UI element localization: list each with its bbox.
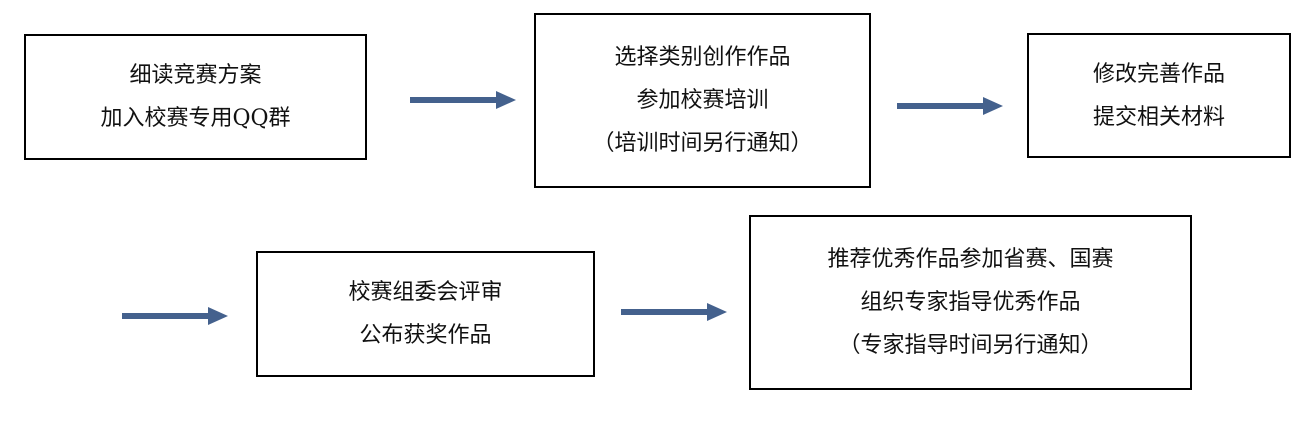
step-2-line-2: 参加校赛培训 [636, 88, 769, 113]
step-3-line-2: 提交相关材料 [1092, 104, 1225, 130]
arrow-right-icon [621, 303, 727, 321]
step-4-line-2: 公布获奖作品 [359, 323, 492, 348]
arrow-right-icon [897, 97, 1003, 115]
step-5-box: 推荐优秀作品参加省赛、国赛 组织专家指导优秀作品 （专家指导时间另行通知） [749, 215, 1192, 390]
step-5-line-2: 组织专家指导优秀作品 [860, 290, 1081, 315]
step-3-line-1: 修改完善作品 [1092, 61, 1225, 87]
step-5-line-1: 推荐优秀作品参加省赛、国赛 [827, 247, 1114, 272]
step-1-line-1: 细读竞赛方案 [129, 63, 262, 88]
step-2-line-3: （培训时间另行通知） [592, 131, 813, 156]
arrow-right-icon [410, 91, 516, 109]
step-5-line-3: （专家指导时间另行通知） [838, 333, 1103, 358]
arrow-right-icon [122, 307, 228, 325]
step-4-line-1: 校赛组委会评审 [348, 280, 503, 305]
step-4-box: 校赛组委会评审 公布获奖作品 [256, 251, 595, 377]
step-2-box: 选择类别创作作品 参加校赛培训 （培训时间另行通知） [534, 13, 871, 188]
step-3-box: 修改完善作品 提交相关材料 [1027, 33, 1291, 158]
step-2-line-1: 选择类别创作作品 [614, 45, 791, 70]
step-1-line-2: 加入校赛专用QQ群 [100, 106, 291, 131]
step-1-box: 细读竞赛方案 加入校赛专用QQ群 [24, 34, 367, 160]
